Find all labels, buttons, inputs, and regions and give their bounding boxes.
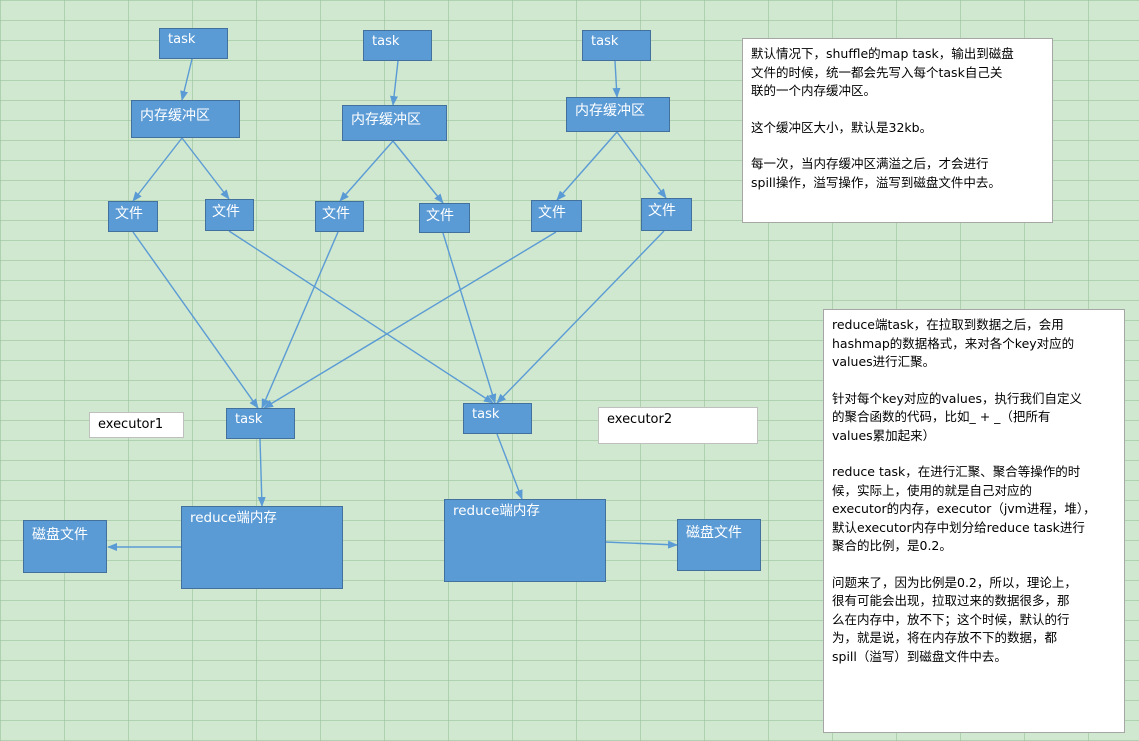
file-3: 文件 <box>315 201 364 232</box>
reduce-note-para-3: reduce task，在进行汇聚、聚合等操作的时 候，实际上，使用的就是自己对… <box>832 464 1096 553</box>
map-note-para-1: 默认情况下，shuffle的map task，输出到磁盘 文件的时候，统一都会先… <box>751 46 1014 98</box>
executor2-label: executor2 <box>598 407 758 444</box>
map-task-2: task <box>363 30 432 61</box>
arrow-file6-reduce-task2 <box>496 230 665 404</box>
arrow-buffer1-file2 <box>181 137 230 200</box>
map-side-note: 默认情况下，shuffle的map task，输出到磁盘 文件的时候，统一都会先… <box>742 38 1053 223</box>
disk-file-2: 磁盘文件 <box>677 519 761 571</box>
reduce-note-para-1: reduce端task，在拉取到数据之后，会用 hashmap的数据格式，来对各… <box>832 317 1075 369</box>
file-5: 文件 <box>531 200 582 232</box>
memory-buffer-1: 内存缓冲区 <box>131 100 240 138</box>
arrow-buffer2-file3 <box>339 140 394 202</box>
reduce-memory-2: reduce端内存 <box>444 499 606 582</box>
executor1-label: executor1 <box>89 412 184 438</box>
reduce-memory-1: reduce端内存 <box>181 506 343 589</box>
arrow-reduce-task2-memory2 <box>496 433 523 500</box>
arrow-file5-reduce-task1 <box>263 231 557 409</box>
map-note-para-3: 每一次，当内存缓冲区满溢之后，才会进行 spill操作，溢写操作，溢写到磁盘文件… <box>751 156 1001 190</box>
arrow-file4-reduce-task2 <box>442 232 497 404</box>
arrow-buffer2-file4 <box>392 140 444 204</box>
disk-file-1: 磁盘文件 <box>23 520 107 573</box>
arrow-reduce-task1-memory1 <box>257 438 266 507</box>
arrow-task2-buffer2 <box>390 60 399 106</box>
map-task-3: task <box>582 30 651 61</box>
reduce-task-1: task <box>226 408 295 439</box>
file-6: 文件 <box>641 198 692 231</box>
arrow-file2-reduce-task2 <box>228 230 494 404</box>
arrow-buffer3-file5 <box>556 131 618 201</box>
memory-buffer-3: 内存缓冲区 <box>566 97 670 132</box>
arrow-memory2-disk2 <box>604 540 678 549</box>
map-task-1: task <box>159 28 228 59</box>
reduce-note-para-2: 针对每个key对应的values，执行我们自定义 的聚合函数的代码，比如_ + … <box>832 390 1083 443</box>
reduce-note-para-4: 问题来了，因为比例是0.2，所以，理论上， 很有可能会出现，拉取过来的数据很多，… <box>832 574 1077 664</box>
file-2: 文件 <box>205 199 254 231</box>
map-note-para-2: 这个缓冲区大小，默认是32kb。 <box>751 119 933 135</box>
arrow-task3-buffer3 <box>612 60 621 98</box>
arrow-file1-reduce-task1 <box>132 231 259 409</box>
arrow-file3-reduce-task1 <box>261 231 339 409</box>
memory-buffer-2: 内存缓冲区 <box>342 105 447 141</box>
reduce-task-2: task <box>463 403 532 434</box>
arrow-buffer1-file1 <box>132 137 183 202</box>
file-1: 文件 <box>108 201 158 232</box>
arrow-task1-buffer1 <box>180 58 193 101</box>
reduce-side-note: reduce端task，在拉取到数据之后，会用 hashmap的数据格式，来对各… <box>823 309 1125 733</box>
arrow-buffer3-file6 <box>616 131 667 199</box>
file-4: 文件 <box>419 203 470 233</box>
